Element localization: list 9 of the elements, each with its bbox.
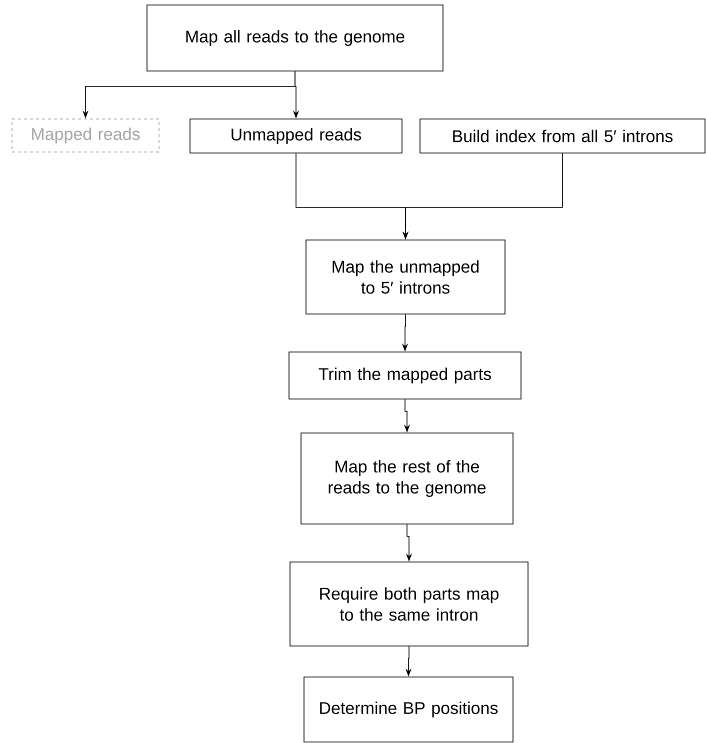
process-box: Require both parts map to the same intron — [290, 562, 528, 646]
process-box: Unmapped reads — [190, 118, 402, 154]
process-box: Determine BP positions — [304, 676, 514, 742]
process-box: Map the rest of the reads to the genome — [300, 432, 514, 524]
process-box: Build index from all 5′ introns — [420, 118, 706, 154]
faded-box: Mapped reads — [12, 118, 160, 152]
process-box: Map the unmapped to 5′ introns — [306, 240, 506, 314]
process-box: Trim the mapped parts — [288, 352, 522, 400]
process-box: Map all reads to the genome — [146, 4, 444, 72]
